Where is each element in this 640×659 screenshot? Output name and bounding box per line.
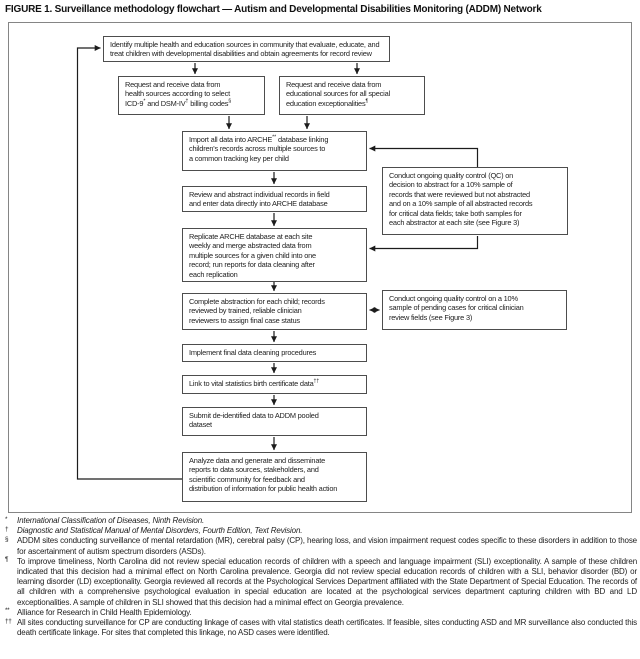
footnote-marker: †† — [5, 617, 12, 625]
flow-box-qc-abstraction: Conduct ongoing quality control (QC) on … — [382, 167, 568, 235]
flow-box-review-abstract: Review and abstract individual records i… — [182, 186, 367, 212]
footnote-marker: * — [5, 515, 8, 523]
footnote-text: Diagnostic and Statistical Manual of Men… — [17, 526, 303, 536]
flow-box-replicate-database: Replicate ARCHE database at each site we… — [182, 228, 367, 283]
footnote-marker: ** — [5, 607, 10, 615]
flow-box-submit-pooled-dataset: Submit de-identified data to ADDM pooled… — [182, 407, 367, 436]
figure-title: FIGURE 1. Surveillance methodology flowc… — [5, 4, 542, 15]
footnote-text: All sites conducting surveillance for CP… — [17, 618, 637, 638]
footnote-dsm: † Diagnostic and Statistical Manual of M… — [4, 526, 637, 536]
footnote-addm-sites: § ADDM sites conducting surveillance of … — [4, 536, 637, 556]
footnote-marker: ¶ — [5, 556, 9, 564]
footnote-text: Alliance for Research in Child Health Ep… — [17, 607, 192, 617]
flow-box-request-health-data: Request and receive data from health sou… — [118, 76, 265, 115]
flow-box-qc-clinician-review: Conduct ongoing quality control on a 10%… — [382, 290, 567, 330]
footnote-death-certificates: †† All sites conducting surveillance for… — [4, 618, 637, 638]
flow-box-identify-sources: Identify multiple health and education s… — [103, 36, 390, 62]
flow-box-complete-abstraction: Complete abstraction for each child; rec… — [182, 293, 367, 330]
footnote-marker: § — [5, 535, 9, 543]
flow-box-implement-cleaning: Implement final data cleaning procedures — [182, 344, 367, 362]
flow-box-analyze-disseminate: Analyze data and generate and disseminat… — [182, 452, 367, 502]
footnote-marker: † — [5, 525, 9, 533]
flow-box-request-education-data: Request and receive data from educationa… — [279, 76, 425, 115]
footnote-icd9: * International Classification of Diseas… — [4, 516, 637, 526]
footnotes: * International Classification of Diseas… — [4, 516, 637, 638]
footnote-text: To improve timeliness, North Carolina di… — [17, 556, 637, 607]
footnote-arche: ** Alliance for Research in Child Health… — [4, 607, 637, 618]
flow-box-link-birth-certificate: Link to vital statistics birth certifica… — [182, 375, 367, 394]
footnote-text: ADDM sites conducting surveillance of me… — [17, 536, 637, 556]
footnote-text: International Classification of Diseases… — [17, 516, 205, 525]
flow-box-import-arche: Import all data into ARCHE** database li… — [182, 131, 367, 171]
footnote-timeliness: ¶ To improve timeliness, North Carolina … — [4, 556, 637, 608]
